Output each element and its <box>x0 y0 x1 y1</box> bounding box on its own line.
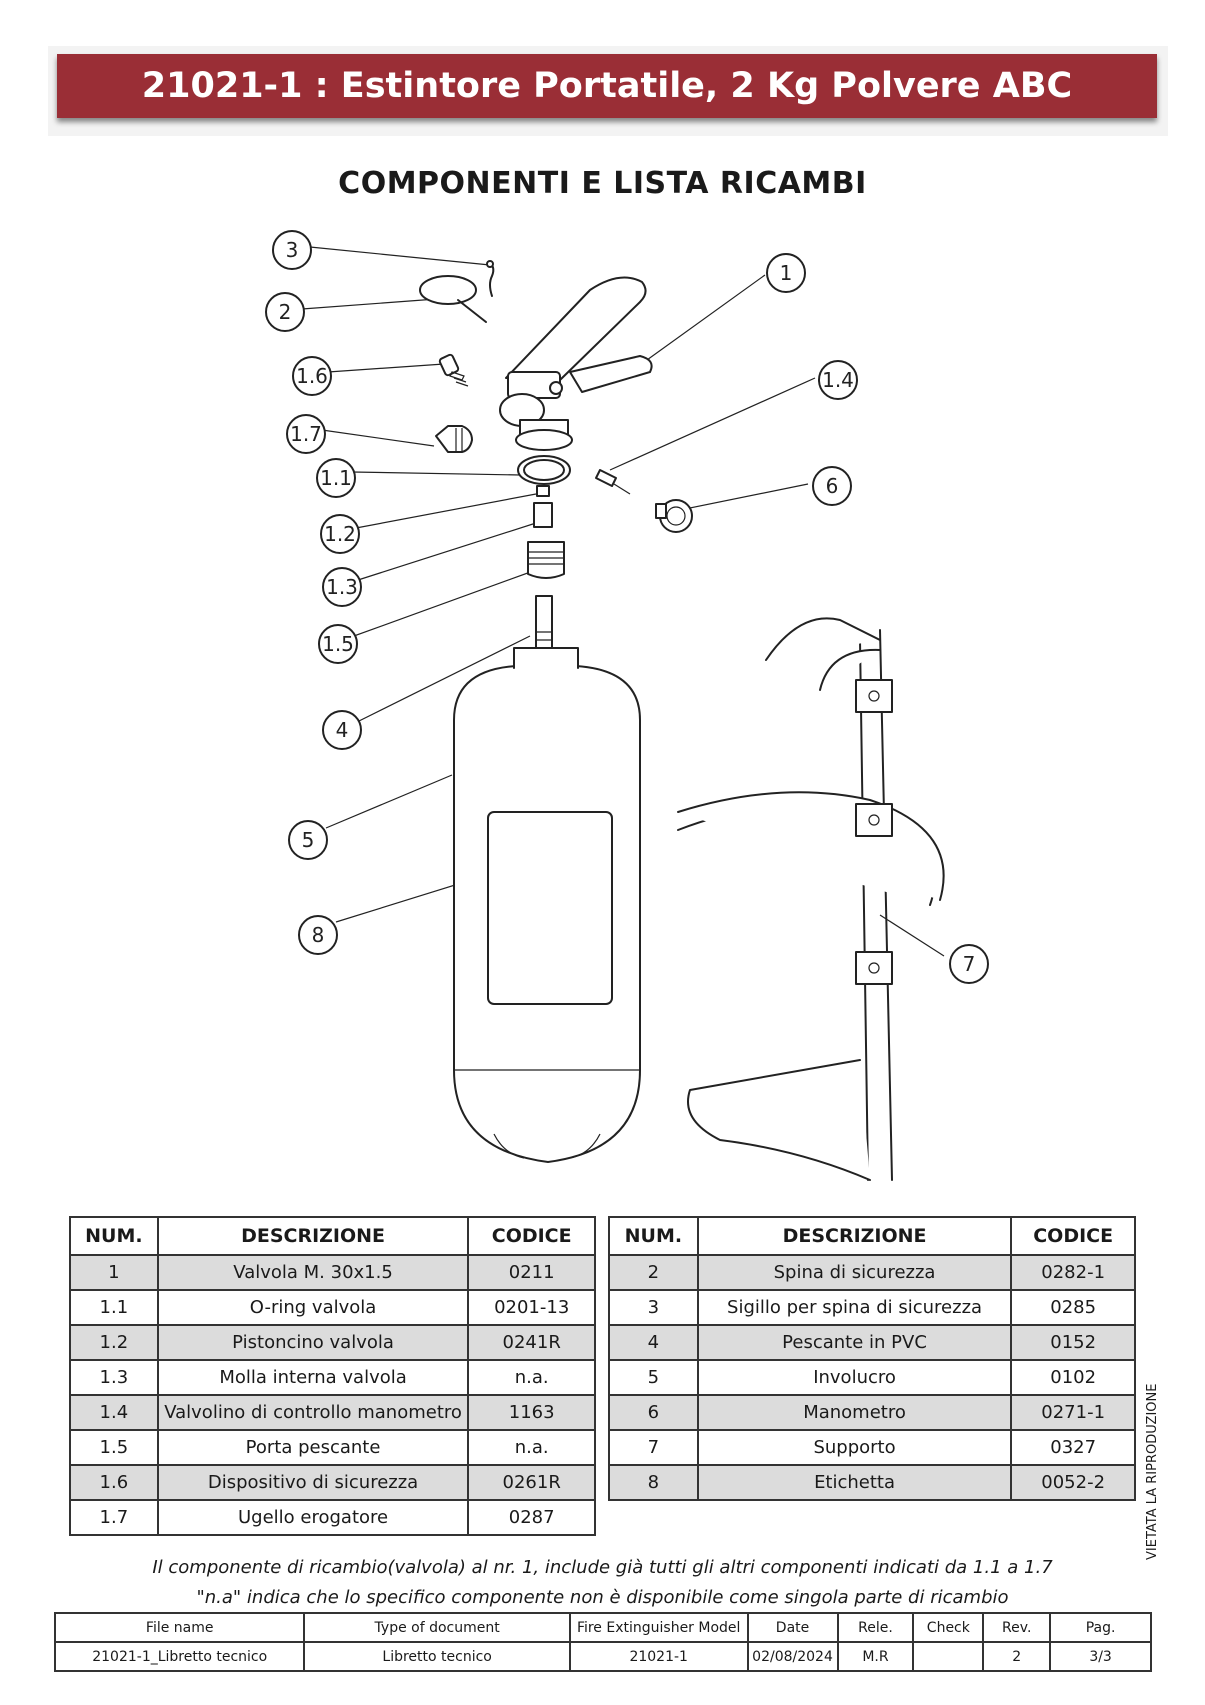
footer-value-rele: M.R <box>836 1641 915 1672</box>
callout-1-6: 1.6 <box>292 356 332 396</box>
footer-label-rele: Rele. <box>836 1612 915 1643</box>
svg-text:7: 7 <box>963 952 976 976</box>
col-header-desc: DESCRIZIONE <box>156 1216 470 1256</box>
svg-text:1.4: 1.4 <box>822 368 854 392</box>
bracket-part <box>677 617 945 1181</box>
nozzle-part <box>435 425 473 453</box>
callout-group: 3 2 1.6 1.7 1.1 1.2 1.3 1.5 4 5 8 1 1.4 … <box>265 230 989 984</box>
svg-text:3: 3 <box>286 238 299 262</box>
copyright-vertical-text: VIETATA LA RIPRODUZIONE <box>1145 1383 1160 1560</box>
footer-value-model: 21021-1 <box>568 1641 749 1672</box>
callout-7: 7 <box>949 944 989 984</box>
gauge-part <box>655 499 693 533</box>
col-header-num: NUM. <box>69 1216 159 1256</box>
note-1: Il componente di ricambio(valvola) al nr… <box>152 1557 1053 1578</box>
callout-1-2: 1.2 <box>320 514 360 554</box>
svg-text:1.3: 1.3 <box>326 575 358 599</box>
oring-part <box>517 455 571 485</box>
safety-pin-part <box>419 275 487 323</box>
footer-value-rev: 2 <box>982 1641 1052 1672</box>
gauge-valve-part <box>595 469 631 495</box>
safety-device-part <box>438 353 469 387</box>
callout-2: 2 <box>265 292 305 332</box>
svg-text:8: 8 <box>312 923 325 947</box>
footer-label-check: Check <box>912 1612 985 1643</box>
footer-value-type: Libretto tecnico <box>303 1641 571 1672</box>
svg-text:2: 2 <box>279 300 292 324</box>
svg-text:1: 1 <box>780 261 793 285</box>
footer-label-file-name: File name <box>53 1612 306 1643</box>
svg-text:1.1: 1.1 <box>320 466 352 490</box>
section-title: COMPONENTI E LISTA RICAMBI <box>338 166 867 201</box>
svg-text:1.2: 1.2 <box>324 522 356 546</box>
footer-label-model: Fire Extinguisher Model <box>568 1612 749 1643</box>
valve-part <box>499 276 653 451</box>
piston-part <box>536 485 550 497</box>
callout-1-4: 1.4 <box>818 360 858 400</box>
footer-value-file-name: 21021-1_Libretto tecnico <box>53 1641 306 1672</box>
footer-value-check <box>912 1641 985 1672</box>
callout-1: 1 <box>766 253 806 293</box>
svg-text:6: 6 <box>826 474 839 498</box>
label-part <box>487 811 613 1005</box>
seal-part <box>486 260 495 297</box>
callout-1-3: 1.3 <box>322 567 362 607</box>
svg-text:1.7: 1.7 <box>290 422 322 446</box>
svg-text:4: 4 <box>336 718 349 742</box>
footer-value-date: 02/08/2024 <box>746 1641 839 1672</box>
callout-6: 6 <box>812 466 852 506</box>
page-title: 21021-1 : Estintore Portatile, 2 Kg Polv… <box>57 54 1157 118</box>
footer-value-page: 3/3 <box>1049 1641 1152 1672</box>
svg-text:5: 5 <box>302 828 315 852</box>
callout-8: 8 <box>298 915 338 955</box>
exploded-diagram: 3 2 1.6 1.7 1.1 1.2 1.3 1.5 4 5 8 1 1.4 … <box>265 230 989 1181</box>
footer-label-rev: Rev. <box>982 1612 1052 1643</box>
callout-1-7: 1.7 <box>286 414 326 454</box>
note-2: "n.a" indica che lo specifico componente… <box>196 1587 1009 1608</box>
col-header-code: CODICE <box>1010 1216 1136 1256</box>
callout-5: 5 <box>288 820 328 860</box>
col-header-num: NUM. <box>608 1216 699 1256</box>
footer-label-type: Type of document <box>303 1612 571 1643</box>
tube-holder-part <box>527 541 565 579</box>
col-header-code: CODICE <box>467 1216 596 1256</box>
callout-4: 4 <box>322 710 362 750</box>
footer-label-page: Pag. <box>1049 1612 1152 1643</box>
svg-text:1.5: 1.5 <box>322 632 354 656</box>
col-header-desc: DESCRIZIONE <box>696 1216 1013 1256</box>
footer-label-date: Date <box>746 1612 839 1643</box>
callout-3: 3 <box>272 230 312 270</box>
svg-text:1.6: 1.6 <box>296 364 328 388</box>
document-footer-table: File name Type of document Fire Extingui… <box>53 1612 1152 1672</box>
callout-1-5: 1.5 <box>318 624 358 664</box>
spring-part <box>533 502 553 528</box>
callout-1-1: 1.1 <box>316 458 356 498</box>
